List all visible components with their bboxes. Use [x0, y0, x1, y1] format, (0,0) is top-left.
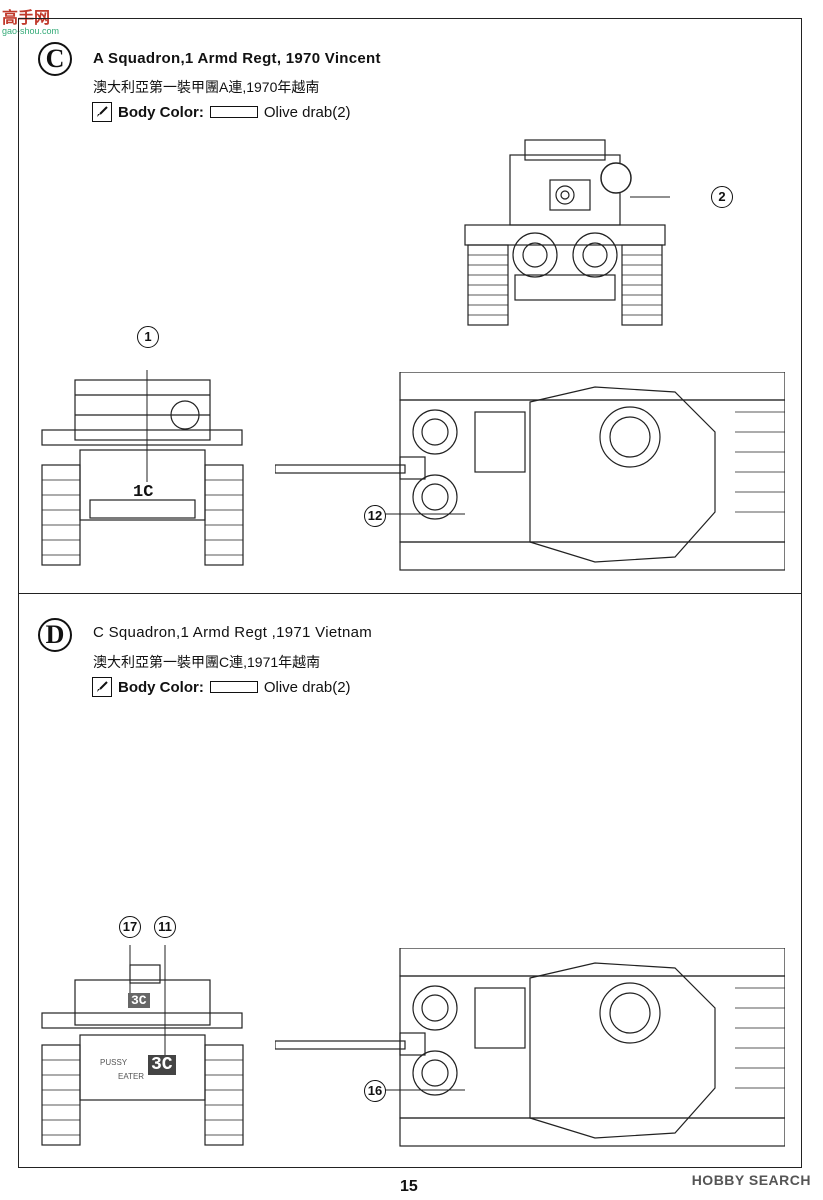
source-watermark: HOBBY SEARCH: [691, 1172, 811, 1188]
callout-2: 2: [711, 186, 733, 208]
tank-rear-view-c: [41, 370, 244, 566]
section-c-body-color: Body Color: Olive drab(2): [92, 102, 351, 122]
section-d-badge: D: [38, 618, 72, 652]
section-c-subtitle-cn: 澳大利亞第一裝甲團A連,1970年越南: [93, 79, 320, 95]
section-divider: [18, 593, 802, 594]
section-d-subtitle-cn: 澳大利亞第一裝甲團C連,1971年越南: [93, 654, 321, 670]
section-c-badge: C: [38, 42, 72, 76]
section-d-title: C Squadron,1 Armd Regt ,1971 Vietnam: [93, 624, 373, 641]
color-swatch: [209, 106, 258, 118]
tank-top-view-c: [275, 372, 785, 571]
rear-decal-1c: 1C: [133, 483, 154, 502]
turret-decal-3c: 3C: [128, 993, 150, 1008]
paintbrush-icon: [92, 102, 112, 122]
hull-decal-3c: 3C: [148, 1055, 176, 1075]
body-color-label: Body Color:: [118, 678, 204, 696]
section-c-title: A Squadron,1 Armd Regt, 1970 Vincent: [93, 50, 381, 67]
callout-17: 17: [119, 916, 141, 938]
callout-11: 11: [154, 916, 176, 938]
tank-rear-view-d: [41, 945, 244, 1146]
paintbrush-icon: [92, 677, 112, 697]
tank-front-view-c: [464, 139, 670, 326]
callout-16: 16: [364, 1080, 386, 1102]
tank-top-view-d: [275, 948, 785, 1147]
hull-text-eater: EATER: [118, 1072, 145, 1081]
color-swatch: [209, 681, 258, 693]
logo-subtext: gao-shou.com: [2, 26, 60, 36]
page-number: 15: [400, 1178, 418, 1195]
body-color-name: Olive drab(2): [263, 678, 351, 696]
callout-12: 12: [364, 505, 386, 527]
body-color-label: Body Color:: [118, 103, 204, 121]
section-d-body-color: Body Color: Olive drab(2): [92, 677, 351, 697]
body-color-name: Olive drab(2): [263, 103, 351, 121]
callout-1: 1: [137, 326, 159, 348]
hull-text-pussy: PUSSY: [100, 1058, 128, 1067]
